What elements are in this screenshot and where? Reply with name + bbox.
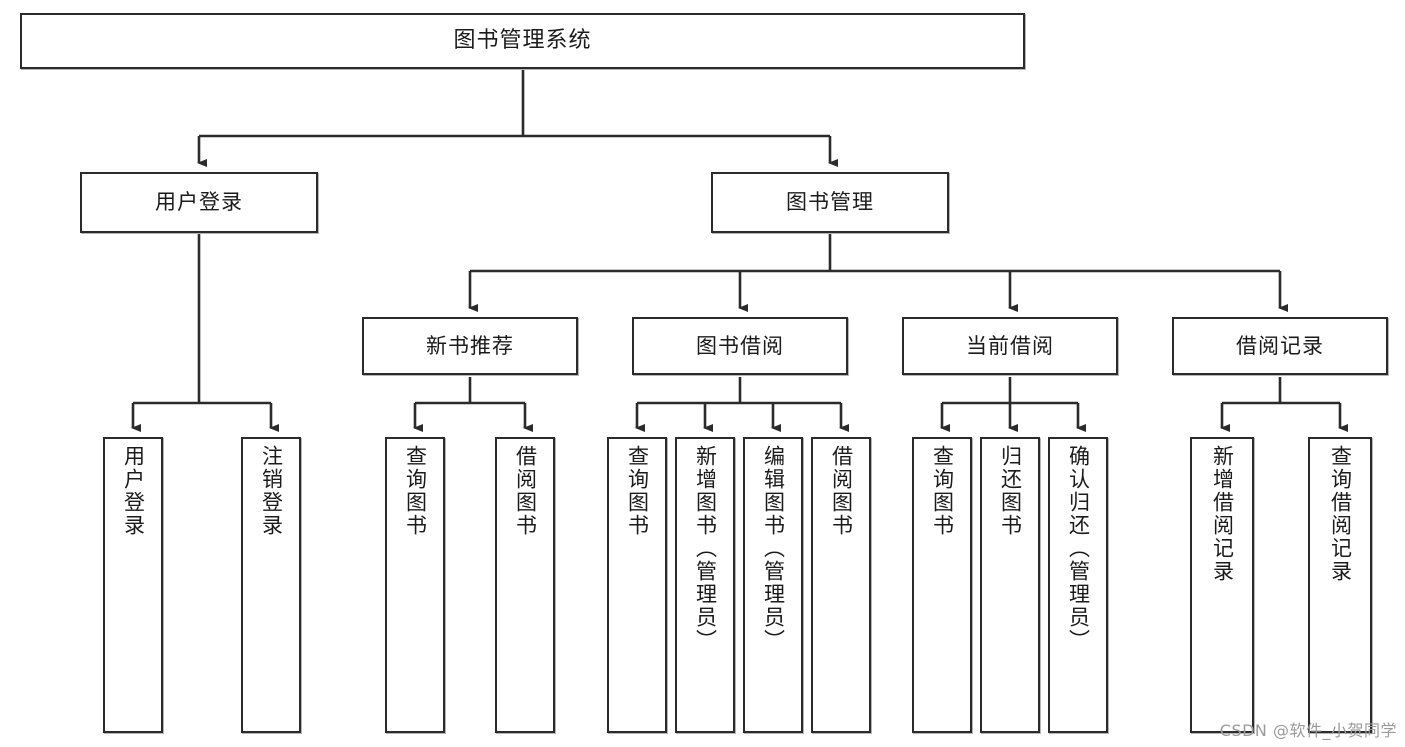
node-label: 新书推荐 bbox=[426, 333, 514, 358]
node-label: 新增借阅记录 bbox=[1210, 445, 1235, 583]
leaf-book-borrow-edit-book-admin[interactable]: 编辑图书（管理员） bbox=[743, 437, 803, 733]
node-root-book-management-system[interactable]: 图书管理系统 bbox=[20, 13, 1025, 69]
node-label: 查询借阅记录 bbox=[1328, 445, 1353, 583]
node-book-management[interactable]: 图书管理 bbox=[711, 172, 949, 233]
node-borrowing-record[interactable]: 借阅记录 bbox=[1172, 317, 1388, 375]
node-label: 用户登录 bbox=[155, 190, 243, 215]
leaf-user-login-logout[interactable]: 注销登录 bbox=[241, 437, 301, 733]
leaf-current-borrow-query-book[interactable]: 查询图书 bbox=[912, 437, 972, 733]
node-label: 图书管理系统 bbox=[453, 28, 592, 54]
leaf-book-borrow-query-book[interactable]: 查询图书 bbox=[607, 437, 667, 733]
node-label: 借阅图书 bbox=[829, 445, 854, 537]
leaf-record-query-borrow-record[interactable]: 查询借阅记录 bbox=[1308, 437, 1372, 733]
leaf-user-login-login[interactable]: 用户登录 bbox=[103, 437, 163, 733]
node-label: 借阅记录 bbox=[1236, 333, 1324, 358]
node-label: 注销登录 bbox=[259, 445, 284, 537]
node-label: 图书借阅 bbox=[696, 333, 784, 358]
node-label: 查询图书 bbox=[625, 445, 650, 537]
leaf-record-add-borrow-record[interactable]: 新增借阅记录 bbox=[1190, 437, 1254, 733]
node-label: 用户登录 bbox=[121, 445, 146, 537]
node-current-borrowing[interactable]: 当前借阅 bbox=[902, 317, 1118, 375]
node-label: 借阅图书 bbox=[513, 445, 538, 537]
leaf-current-borrow-return-book[interactable]: 归还图书 bbox=[980, 437, 1040, 733]
leaf-current-borrow-confirm-return-admin[interactable]: 确认归还（管理员） bbox=[1048, 437, 1108, 733]
leaf-book-borrow-add-book-admin[interactable]: 新增图书（管理员） bbox=[675, 437, 735, 733]
node-user-login[interactable]: 用户登录 bbox=[80, 172, 318, 233]
node-book-borrowing[interactable]: 图书借阅 bbox=[632, 317, 848, 375]
leaf-book-borrow-borrow-book[interactable]: 借阅图书 bbox=[811, 437, 871, 733]
csdn-watermark: CSDN @软件_小贺同学 bbox=[1219, 721, 1397, 740]
node-label: 归还图书 bbox=[998, 445, 1023, 537]
node-label: 查询图书 bbox=[930, 445, 955, 537]
node-label: 查询图书 bbox=[403, 445, 428, 537]
node-label: 新增图书（管理员） bbox=[693, 445, 718, 652]
node-label: 当前借阅 bbox=[966, 333, 1054, 358]
node-label: 编辑图书（管理员） bbox=[761, 445, 786, 652]
node-label: 确认归还（管理员） bbox=[1066, 445, 1091, 652]
leaf-new-book-query-book[interactable]: 查询图书 bbox=[385, 437, 445, 733]
node-label: 图书管理 bbox=[786, 190, 874, 215]
leaf-new-book-borrow-book[interactable]: 借阅图书 bbox=[495, 437, 555, 733]
node-new-book-recommendation[interactable]: 新书推荐 bbox=[362, 317, 578, 375]
